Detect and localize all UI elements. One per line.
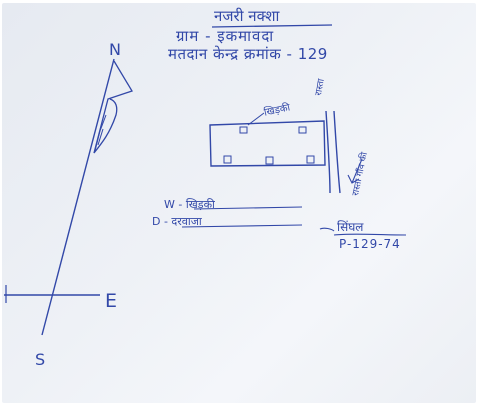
legend-underline-1 [193, 206, 303, 210]
compass-east-label: E [105, 290, 118, 312]
legend-underline-2 [181, 224, 303, 228]
signature-code: P-129-74 [339, 237, 401, 251]
road-line-right [333, 110, 341, 194]
building-outline [209, 120, 326, 167]
road-line-left [325, 110, 331, 194]
door-mark-3 [306, 155, 315, 164]
signature-underline [333, 233, 407, 236]
north-flag-outline [93, 60, 133, 154]
compass-north-label: N [109, 40, 121, 59]
compass-north-south-line [41, 58, 115, 336]
paper-sheet: नजरी नक्शा ग्राम - इकमावदा मतदान केन्द्र… [2, 3, 476, 403]
legend-door: D - दरवाजा [152, 215, 202, 228]
signature: सिंघल [337, 220, 364, 234]
legend-window: W - खिड़की [164, 198, 215, 211]
polling-center-line: मतदान केन्द्र क्रमांक - 129 [168, 45, 328, 63]
door-mark-2 [265, 156, 274, 165]
village-line: ग्राम - इकमावदा [176, 27, 275, 45]
flag-hatch-2 [97, 128, 104, 146]
window-mark-1 [239, 126, 248, 134]
title-underline [211, 24, 333, 28]
window-mark-2 [298, 126, 307, 134]
road-arrow [347, 158, 363, 184]
door-mark-1 [223, 155, 232, 164]
signature-flourish [319, 227, 335, 232]
flag-hatch-1 [94, 114, 107, 152]
map-title: नजरी नक्शा [214, 7, 280, 25]
window-arrow [247, 112, 265, 126]
compass-south-label: S [35, 350, 46, 369]
hand-drawn-map [4, 24, 407, 336]
